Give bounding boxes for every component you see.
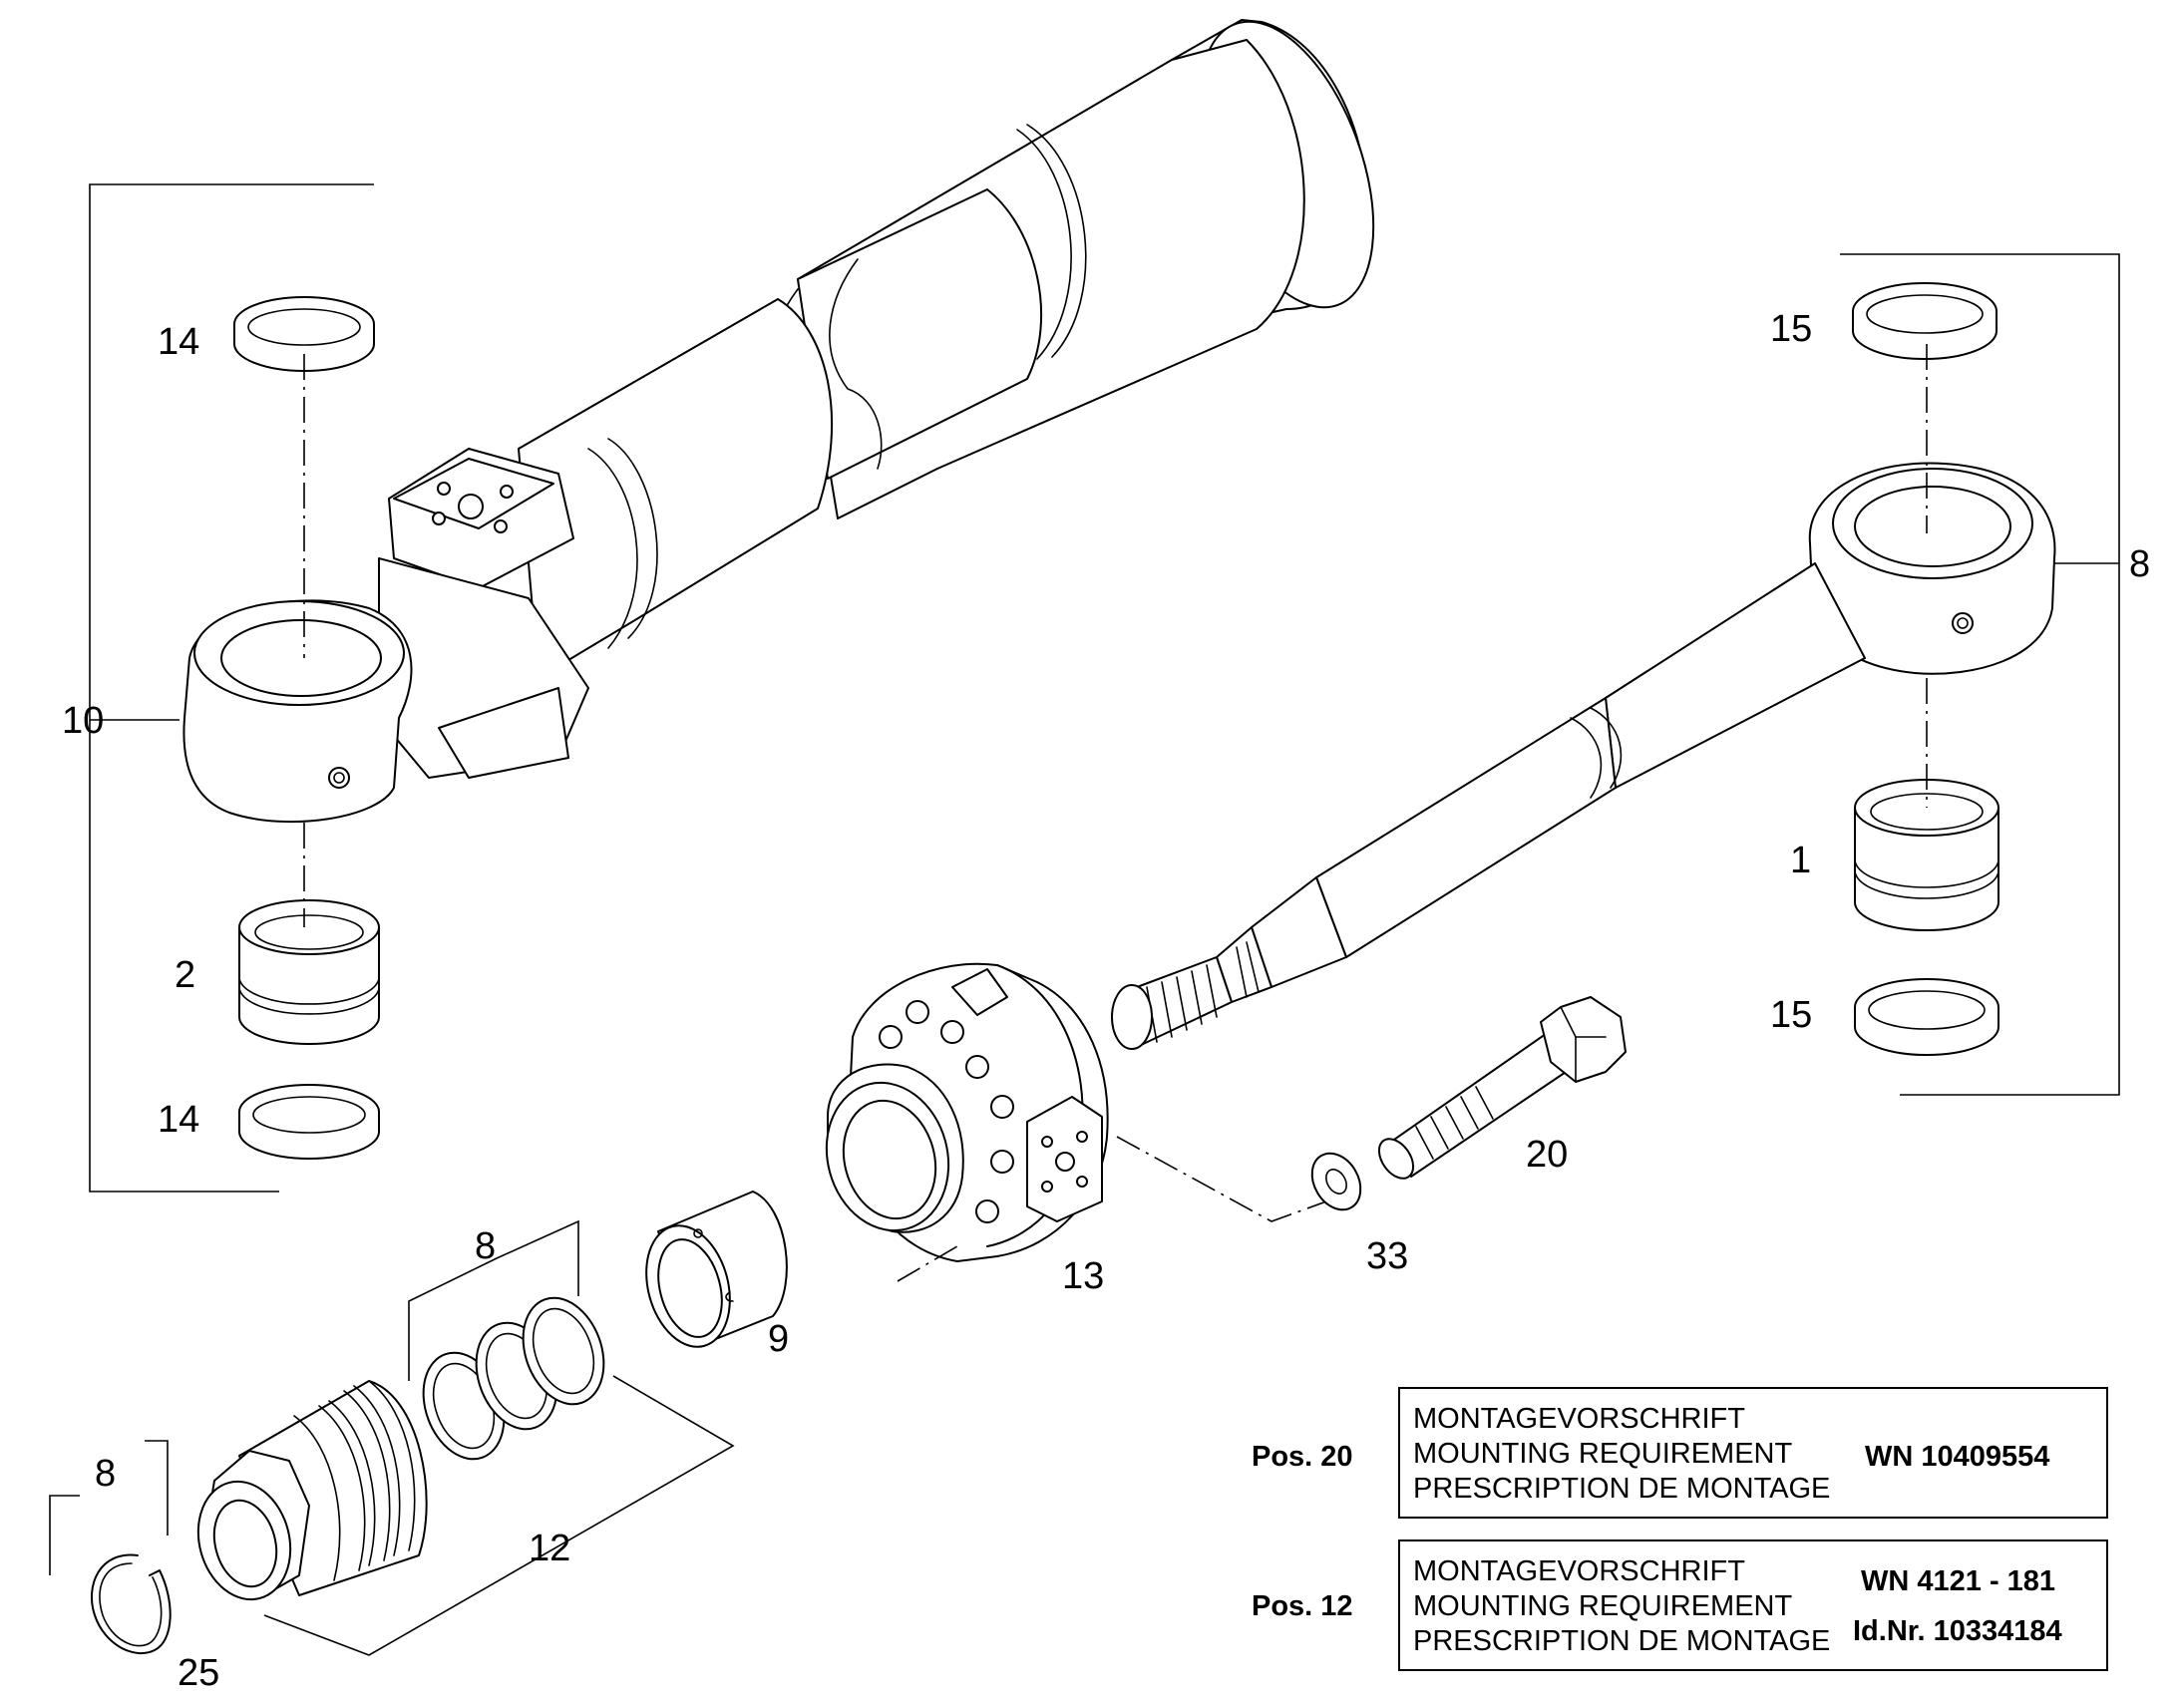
pos-20-label: Pos. 20 [1252, 1441, 1353, 1473]
cylinder-tube-assembly [182, 19, 1375, 824]
label-20: 20 [1526, 1134, 1568, 1176]
pos-12-label: Pos. 12 [1252, 1590, 1353, 1622]
req-12-code-1: WN 4121 - 181 [1861, 1565, 2055, 1597]
seal-ring-15-bottom [1854, 978, 1999, 1056]
label-12: 12 [529, 1528, 570, 1569]
req-20-line-2: MOUNTING REQUIREMENT [1413, 1438, 1793, 1470]
req-20-code: WN 10409554 [1865, 1441, 2049, 1473]
piston-rod-assembly [1111, 462, 2056, 1050]
req-12-line-3: PRESCRIPTION DE MONTAGE [1413, 1625, 1830, 1657]
label-1: 1 [1790, 840, 1811, 881]
label-14-top: 14 [158, 321, 199, 363]
req-20-line-1: MONTAGEVORSCHRIFT [1413, 1403, 1745, 1435]
req-12-line-1: MONTAGEVORSCHRIFT [1413, 1555, 1745, 1587]
bushing-2 [238, 899, 380, 1045]
seal-ring-14-bottom [238, 1084, 380, 1160]
requirement-box-12 [1398, 1539, 2108, 1671]
seal-ring-15-top [1852, 282, 1998, 360]
label-2: 2 [175, 954, 195, 996]
req-12-code-2: Id.Nr. 10334184 [1853, 1615, 2062, 1647]
label-13: 13 [1062, 1255, 1104, 1297]
req-20-line-3: PRESCRIPTION DE MONTAGE [1413, 1473, 1830, 1505]
seal-rings-8 [422, 1296, 605, 1461]
requirement-box-20 [1398, 1387, 2108, 1519]
label-8-ring: 8 [95, 1453, 116, 1495]
label-8-rod: 8 [2129, 543, 2150, 585]
label-14-bottom: 14 [158, 1099, 199, 1141]
label-8-seals: 8 [475, 1225, 496, 1267]
label-25: 25 [178, 1652, 219, 1694]
requirement-pos-20: Pos. 20 MONTAGEVORSCHRIFT MOUNTING REQUI… [1252, 1387, 2108, 1519]
bushing-9 [645, 1191, 788, 1348]
label-10: 10 [62, 700, 104, 742]
req-12-line-2: MOUNTING REQUIREMENT [1413, 1590, 1793, 1622]
washer-33 [1310, 1152, 1362, 1211]
snap-ring-25 [91, 1553, 172, 1655]
cylinder-head-13 [825, 962, 1109, 1262]
label-9: 9 [768, 1318, 789, 1360]
requirement-pos-12: Pos. 12 MONTAGEVORSCHRIFT MOUNTING REQUI… [1252, 1539, 2108, 1671]
part-labels: 14 10 2 14 15 8 1 15 20 33 13 9 8 12 8 2… [62, 308, 2150, 1694]
bolt-20 [1377, 996, 1627, 1180]
label-15-bottom: 15 [1770, 994, 1812, 1036]
label-15-top: 15 [1770, 308, 1812, 350]
bushing-1 [1854, 779, 1999, 931]
label-33: 33 [1366, 1235, 1408, 1277]
piston-12 [196, 1380, 428, 1601]
